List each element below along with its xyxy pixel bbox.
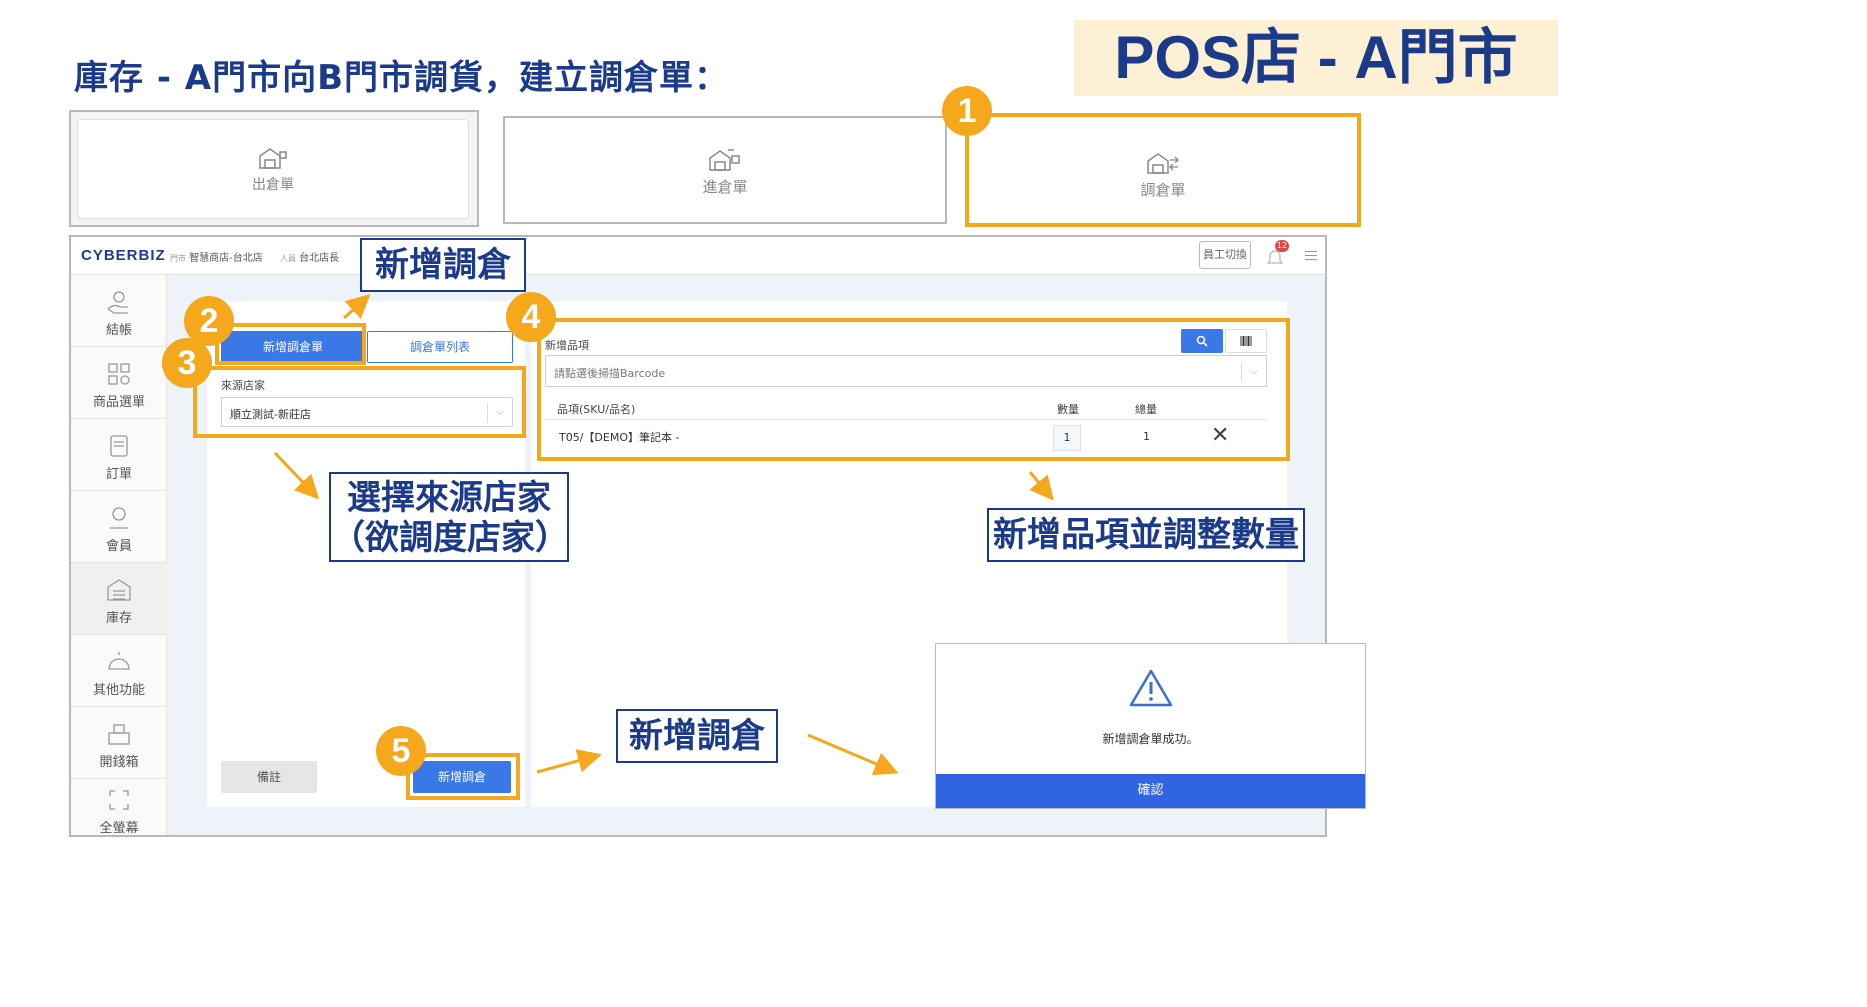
warehouse-in-icon: [709, 149, 740, 171]
transfer-card-label: 調倉單: [1140, 181, 1186, 199]
source-store-label: 來源店家: [221, 379, 265, 392]
inbound-card[interactable]: 進倉單: [503, 116, 947, 224]
remove-item-close-icon[interactable]: ✕: [1211, 423, 1230, 448]
checkout-icon: [107, 291, 128, 314]
sidebar-item-label: 全螢幕: [99, 821, 139, 836]
transfer-card[interactable]: 調倉單: [965, 113, 1361, 227]
slide-heading: 庫存 - A門市向B門市調貨，建立調倉單：: [74, 58, 730, 98]
row-total: 1: [1143, 430, 1150, 443]
switch-staff-button[interactable]: 員工切換: [1199, 241, 1251, 269]
callout-add-transfer-top: 新增調倉: [360, 238, 526, 292]
barcode-input[interactable]: 請點選後掃描Barcode ⌵: [545, 355, 1267, 387]
source-store-select[interactable]: 順立測試-新莊店 ⌵: [221, 397, 513, 427]
sidebar-item-label: 會員: [105, 539, 132, 554]
store-info: 門市 智慧商店-台北店 人員 台北店長: [170, 249, 339, 264]
notification-bell[interactable]: 12: [1267, 240, 1289, 267]
warning-icon: [1129, 669, 1173, 707]
items-table-header: 品項(SKU/品名) 數量 總量: [545, 397, 1267, 420]
note-button[interactable]: 備註: [221, 761, 317, 793]
sidebar-item-inventory[interactable]: 庫存: [71, 563, 167, 635]
step-badge-2: 2: [184, 296, 234, 346]
barcode-input-placeholder: 請點選後掃描Barcode: [554, 367, 666, 380]
search-icon: [1196, 335, 1208, 347]
step-badge-4: 4: [506, 292, 556, 342]
warehouse-transfer-icon: [1147, 153, 1179, 174]
warehouse-out-icon: [259, 148, 287, 169]
sidebar-item-fullscreen[interactable]: 全螢幕: [71, 779, 167, 836]
sidebar-item-product-menu[interactable]: 商品選單: [71, 347, 167, 419]
source-store-value: 順立測試-新莊店: [230, 408, 311, 421]
outbound-card[interactable]: 出倉單: [77, 119, 469, 219]
highlight-add-items: [537, 318, 1290, 461]
add-item-label: 新增品項: [545, 339, 589, 352]
member-icon: [110, 507, 128, 529]
sidebar-item-label: 開錢箱: [99, 755, 139, 770]
sidebar-item-label: 其他功能: [92, 683, 145, 698]
step-badge-1: 1: [942, 86, 992, 136]
step-badge-5: 5: [376, 726, 426, 776]
dialog-confirm-button[interactable]: 確認: [936, 774, 1365, 808]
highlight-source-store: [193, 366, 526, 438]
callout-select-store: 選擇來源店家 （欲調度店家）: [329, 472, 569, 562]
barcode-mode-button[interactable]: [1225, 329, 1267, 353]
success-dialog: 新增調倉單成功。 確認: [935, 643, 1366, 809]
sidebar-item-checkout[interactable]: 結帳: [71, 275, 167, 347]
sidebar: 結帳 商品選單 訂單 會員 庫存 其他功能 開錢箱 全螢幕: [71, 275, 167, 836]
callout-select-store-line2: （欲調度店家）: [331, 518, 569, 558]
bell-icon: [1267, 250, 1283, 264]
outbound-card-frame: 出倉單: [69, 110, 479, 227]
callout-add-transfer-bottom: 新增調倉: [616, 709, 778, 763]
chevron-down-icon: ⌵: [487, 403, 512, 423]
row-item-name: T05/【DEMO】筆記本 -: [559, 431, 680, 444]
tab-new-transfer[interactable]: 新增調倉單: [221, 331, 365, 363]
items-table: 品項(SKU/品名) 數量 總量 T05/【DEMO】筆記本 - 1 1 ✕: [545, 397, 1267, 457]
chevron-down-icon: ⌵: [1241, 362, 1266, 382]
sidebar-item-orders[interactable]: 訂單: [71, 419, 167, 491]
callout-add-items: 新增品項並調整數量: [987, 508, 1305, 562]
column-header-item: 品項(SKU/品名): [557, 403, 636, 416]
step-badge-3: 3: [162, 338, 212, 388]
corner-title: POS店 - A門市: [1074, 20, 1558, 96]
corner-title-text: POS店 - A門市: [1114, 24, 1518, 91]
submit-transfer-button[interactable]: 新增調倉: [413, 761, 511, 793]
sidebar-item-label: 庫存: [105, 611, 132, 626]
tab-transfer-list[interactable]: 調倉單列表: [367, 331, 513, 363]
search-mode-button[interactable]: [1181, 329, 1223, 353]
row-qty-input[interactable]: 1: [1053, 425, 1081, 451]
other-functions-icon: [108, 652, 130, 670]
column-header-total: 總量: [1135, 403, 1157, 416]
sidebar-item-cash-drawer[interactable]: 開錢箱: [71, 707, 167, 779]
outbound-card-label: 出倉單: [252, 177, 294, 193]
barcode-icon: [1240, 336, 1252, 346]
staff-name: 台北店長: [299, 253, 340, 264]
store-label: 門市: [170, 254, 186, 263]
inbound-card-label: 進倉單: [702, 178, 748, 196]
fullscreen-icon: [109, 790, 129, 810]
sidebar-item-other-functions[interactable]: 其他功能: [71, 635, 167, 707]
notification-count-badge: 12: [1275, 240, 1289, 252]
inventory-icon: [107, 579, 131, 601]
callout-select-store-line1: 選擇來源店家: [347, 478, 551, 518]
order-icon: [110, 435, 128, 457]
sidebar-item-members[interactable]: 會員: [71, 491, 167, 563]
staff-label: 人員: [279, 254, 296, 263]
highlight-submit-button: [406, 753, 520, 800]
sidebar-item-label: 商品選單: [92, 395, 145, 410]
store-name: 智慧商店-台北店: [189, 253, 263, 264]
app-logo: CYBERBIZ: [81, 247, 166, 264]
hamburger-menu-icon[interactable]: [1305, 249, 1317, 261]
success-dialog-message: 新增調倉單成功。: [1102, 732, 1199, 746]
app-header: CYBERBIZ 門市 智慧商店-台北店 人員 台北店長 員工切換 12: [71, 237, 1325, 275]
sidebar-item-label: 訂單: [105, 467, 132, 482]
table-row: T05/【DEMO】筆記本 - 1 1 ✕: [545, 421, 1267, 455]
column-header-qty: 數量: [1057, 403, 1079, 416]
cash-drawer-icon: [108, 724, 130, 745]
highlight-new-transfer-tab: [215, 323, 366, 365]
product-menu-icon: [108, 363, 130, 385]
sidebar-item-label: 結帳: [105, 323, 132, 338]
